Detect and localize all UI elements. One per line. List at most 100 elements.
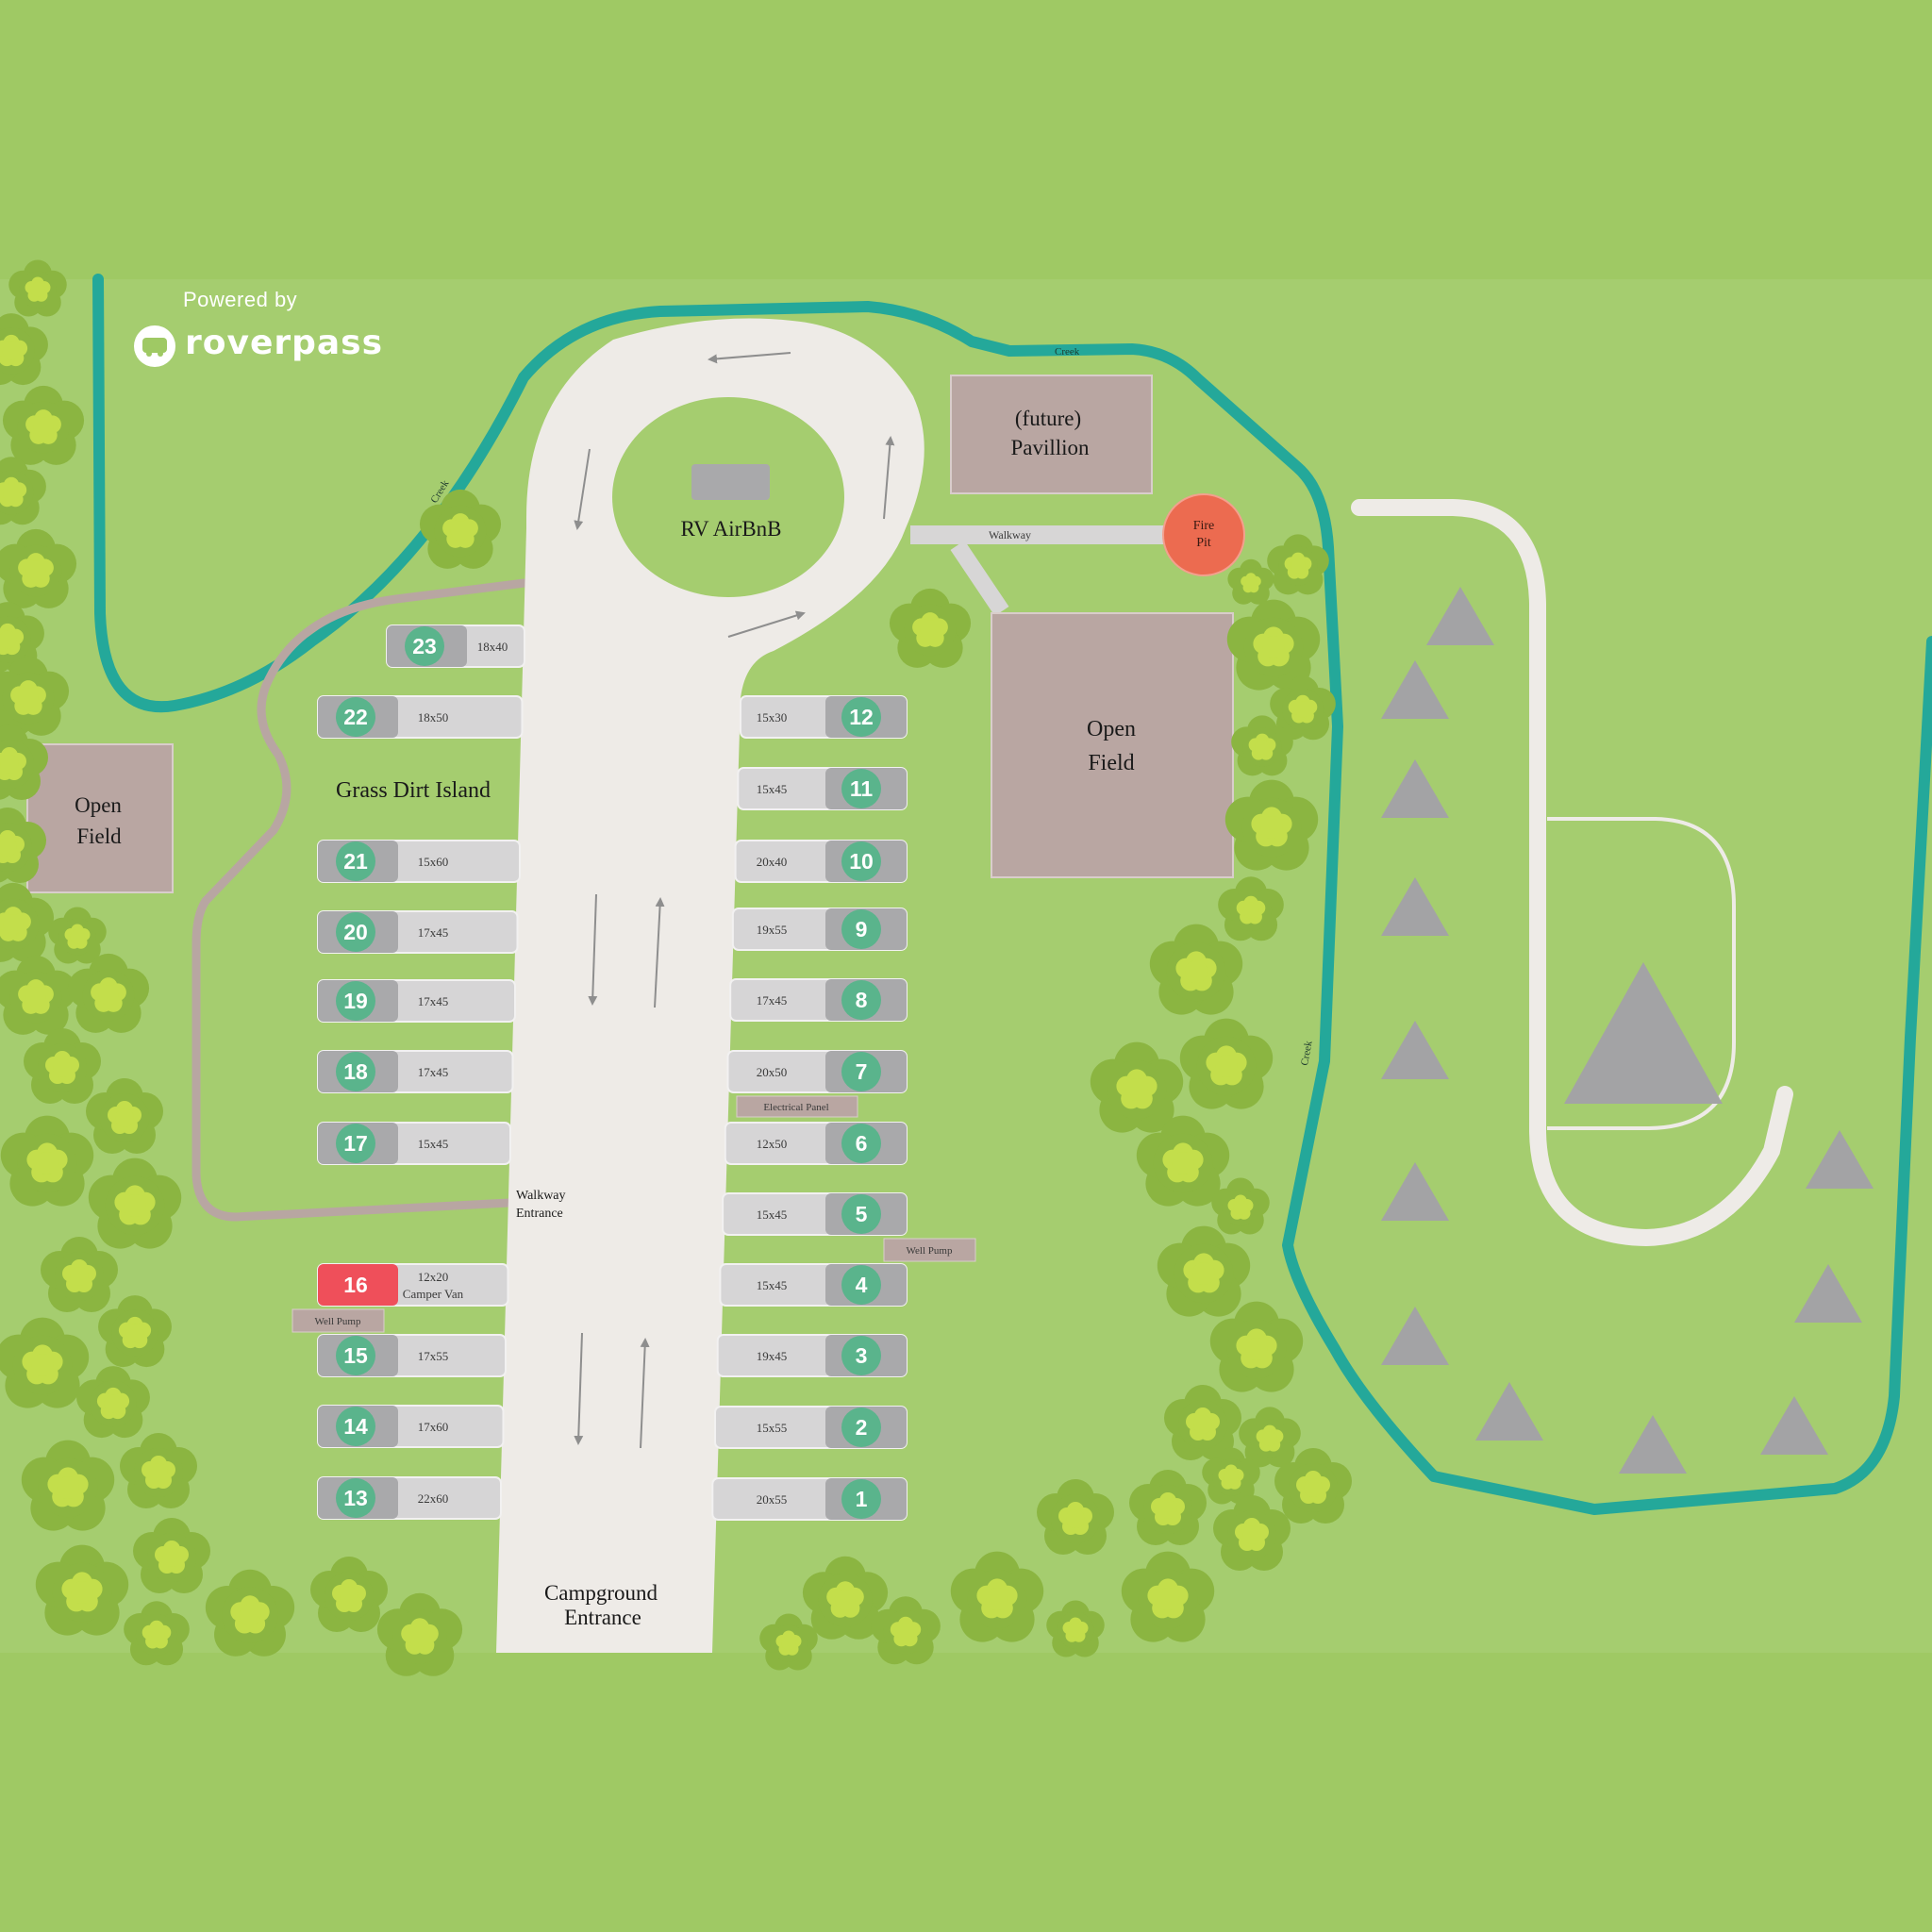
site-12[interactable]: 12 15x30: [740, 695, 908, 739]
site-number: 1: [856, 1487, 868, 1511]
campground-entrance-line1: Campground: [544, 1581, 658, 1605]
rv-airbnb-unit: [691, 464, 770, 500]
site-size: 15x30: [757, 710, 788, 724]
creek-label-right: Creek: [1299, 1040, 1314, 1066]
site-parking: [318, 1264, 398, 1306]
site-badge: [336, 697, 375, 737]
site-9[interactable]: 9 19x55: [731, 908, 908, 951]
site-badge: [336, 1336, 375, 1375]
site-size: 19x45: [757, 1349, 788, 1363]
site-4[interactable]: 4 15x45: [719, 1263, 908, 1307]
site-badge: [841, 1194, 881, 1234]
site-10[interactable]: 10 20x40: [734, 840, 908, 883]
site-1[interactable]: 1 20x55: [711, 1477, 908, 1521]
fire-pit[interactable]: [1162, 493, 1245, 576]
site-size: 19x55: [757, 923, 788, 937]
site-number: 8: [856, 988, 868, 1012]
site-number: 5: [856, 1202, 868, 1226]
site-badge: [336, 1478, 375, 1518]
site-badge: [336, 1124, 375, 1163]
site-size: 12x20: [418, 1270, 449, 1284]
site-badge: [841, 1479, 881, 1519]
site-number: 15: [343, 1343, 368, 1368]
site-number: 19: [343, 989, 368, 1013]
creek-label-top: Creek: [1055, 346, 1080, 358]
site-badge: [841, 980, 881, 1020]
tent-site[interactable]: [1381, 1307, 1449, 1365]
tent-site[interactable]: [1381, 1021, 1449, 1079]
site-size: 17x45: [757, 993, 788, 1008]
open-field-right-line1: Open: [1087, 717, 1136, 741]
electrical-panel: [736, 1095, 858, 1118]
tent-sites: [1381, 587, 1874, 1474]
site-size: 15x60: [418, 855, 449, 869]
open-field-left-line1: Open: [75, 793, 122, 817]
tent-site[interactable]: [1475, 1382, 1543, 1441]
site-number: 22: [343, 705, 368, 729]
site-8[interactable]: 8 17x45: [729, 978, 908, 1022]
site-number: 4: [856, 1273, 868, 1297]
tent-site[interactable]: [1381, 759, 1449, 818]
brand-name: roverpass: [185, 324, 384, 362]
site-number: 12: [849, 705, 874, 729]
pavilion-label-line1: (future): [1015, 407, 1081, 430]
tent-site[interactable]: [1381, 660, 1449, 719]
grass-dirt-island-label: Grass Dirt Island: [336, 778, 491, 803]
site-number: 16: [343, 1273, 368, 1297]
site-badge: [841, 1407, 881, 1447]
walkway-entrance-line1: Walkway: [516, 1189, 566, 1203]
site-badge: [841, 1124, 881, 1163]
site-number: 21: [343, 849, 368, 874]
group-site-outline: [1547, 817, 1736, 1130]
site-number: 7: [856, 1059, 868, 1084]
open-field-right-line2: Field: [1088, 751, 1134, 775]
tent-site[interactable]: [1619, 1415, 1687, 1474]
walkway-entrance-line2: Entrance: [516, 1207, 563, 1221]
tent-site[interactable]: [1426, 587, 1494, 645]
site-size: 15x45: [757, 1208, 788, 1222]
site-number: 2: [856, 1415, 868, 1440]
site-15[interactable]: 15 17x55: [317, 1334, 507, 1377]
tent-area-trail: [1351, 499, 1793, 1247]
site-number: 11: [850, 776, 874, 801]
site-size: 17x45: [418, 925, 449, 940]
tent-site[interactable]: [1381, 1162, 1449, 1221]
open-field-left-line2: Field: [76, 824, 122, 848]
site-number: 9: [856, 917, 868, 941]
site-size: 20x40: [757, 855, 788, 869]
tent-site[interactable]: [1760, 1396, 1828, 1455]
site-size: 15x45: [757, 1278, 788, 1292]
campground-entrance-line2: Entrance: [564, 1606, 641, 1629]
main-road: [496, 318, 924, 1653]
site-number: 10: [849, 849, 874, 874]
fire-pit-label-line2: Pit: [1196, 536, 1211, 550]
site-size: 20x55: [757, 1492, 788, 1507]
site-badge: [841, 841, 881, 881]
group-tent-site[interactable]: [1564, 962, 1723, 1104]
tent-site[interactable]: [1806, 1130, 1874, 1189]
tent-site[interactable]: [1381, 877, 1449, 936]
site-size: 17x55: [418, 1349, 449, 1363]
site-vehicle: Camper Van: [403, 1287, 464, 1301]
site-badge: [841, 1052, 881, 1091]
tent-site[interactable]: [1794, 1264, 1862, 1323]
site-number: 13: [343, 1486, 368, 1510]
site-5[interactable]: 5 15x45: [722, 1192, 908, 1236]
site-size: 12x50: [757, 1137, 788, 1151]
electrical-panel-label: Electrical Panel: [763, 1102, 828, 1113]
site-21[interactable]: 21 15x60: [317, 840, 521, 883]
